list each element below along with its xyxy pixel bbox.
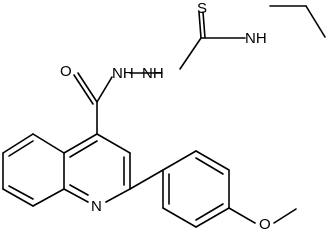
atom-o-carbonyl: O	[60, 63, 72, 80]
bond-ar4-o	[228, 207, 256, 224]
atom-n-quinoline: N	[91, 198, 102, 215]
bond-c5-c6	[2, 133, 34, 154]
bond-c4a-c4-inner	[69, 140, 98, 158]
bond-ar2-ar3-inner	[195, 157, 224, 175]
bond-carbonyl-o-1	[77, 72, 98, 103]
bond-n1-c8a	[63, 188, 89, 203]
bond-c8-c8a	[32, 188, 65, 207]
atom-nh-hydrazide-1: NH	[112, 65, 134, 82]
bond-ar1-ar2	[162, 150, 197, 171]
bond-c4a-c4	[63, 133, 98, 154]
bond-thiocarbonyl-s-1	[198, 11, 202, 39]
bond-ar4-ar5	[195, 207, 230, 228]
bond-c7-c8	[2, 188, 34, 207]
bond-ar2-ar3	[195, 150, 230, 171]
bond-c2-aryl	[129, 169, 164, 190]
atom-labels: S NH O NH NH N O	[60, 0, 271, 233]
bond-n1-c8a-inner	[69, 184, 89, 196]
bond-ar4-ar5-inner	[195, 203, 224, 221]
atom-nh-thioamide: NH	[245, 30, 267, 47]
bond-ar5-ar6	[162, 207, 197, 228]
bond-thiocarbonyl-nh	[179, 37, 202, 70]
bond-ethyl-ch3-ch2	[305, 5, 326, 38]
bond-o-ch3	[273, 208, 297, 224]
bond-c4a-c5	[32, 133, 65, 154]
atom-s: S	[197, 0, 207, 17]
atom-o-methoxy: O	[259, 216, 271, 233]
atom-nh-hydrazide-2: NH	[142, 65, 164, 82]
bond-n-carbonyl	[96, 76, 113, 103]
bonds	[2, 5, 326, 228]
bond-c4-c3	[96, 133, 131, 154]
bond-carbonyl-o-2	[73, 74, 94, 105]
bond-c5-c6-inner	[8, 140, 34, 157]
bond-c2-n1	[105, 188, 131, 203]
bond-thiocarbonyl-s-2	[202, 11, 206, 39]
bond-c7-c8-inner	[8, 185, 34, 200]
